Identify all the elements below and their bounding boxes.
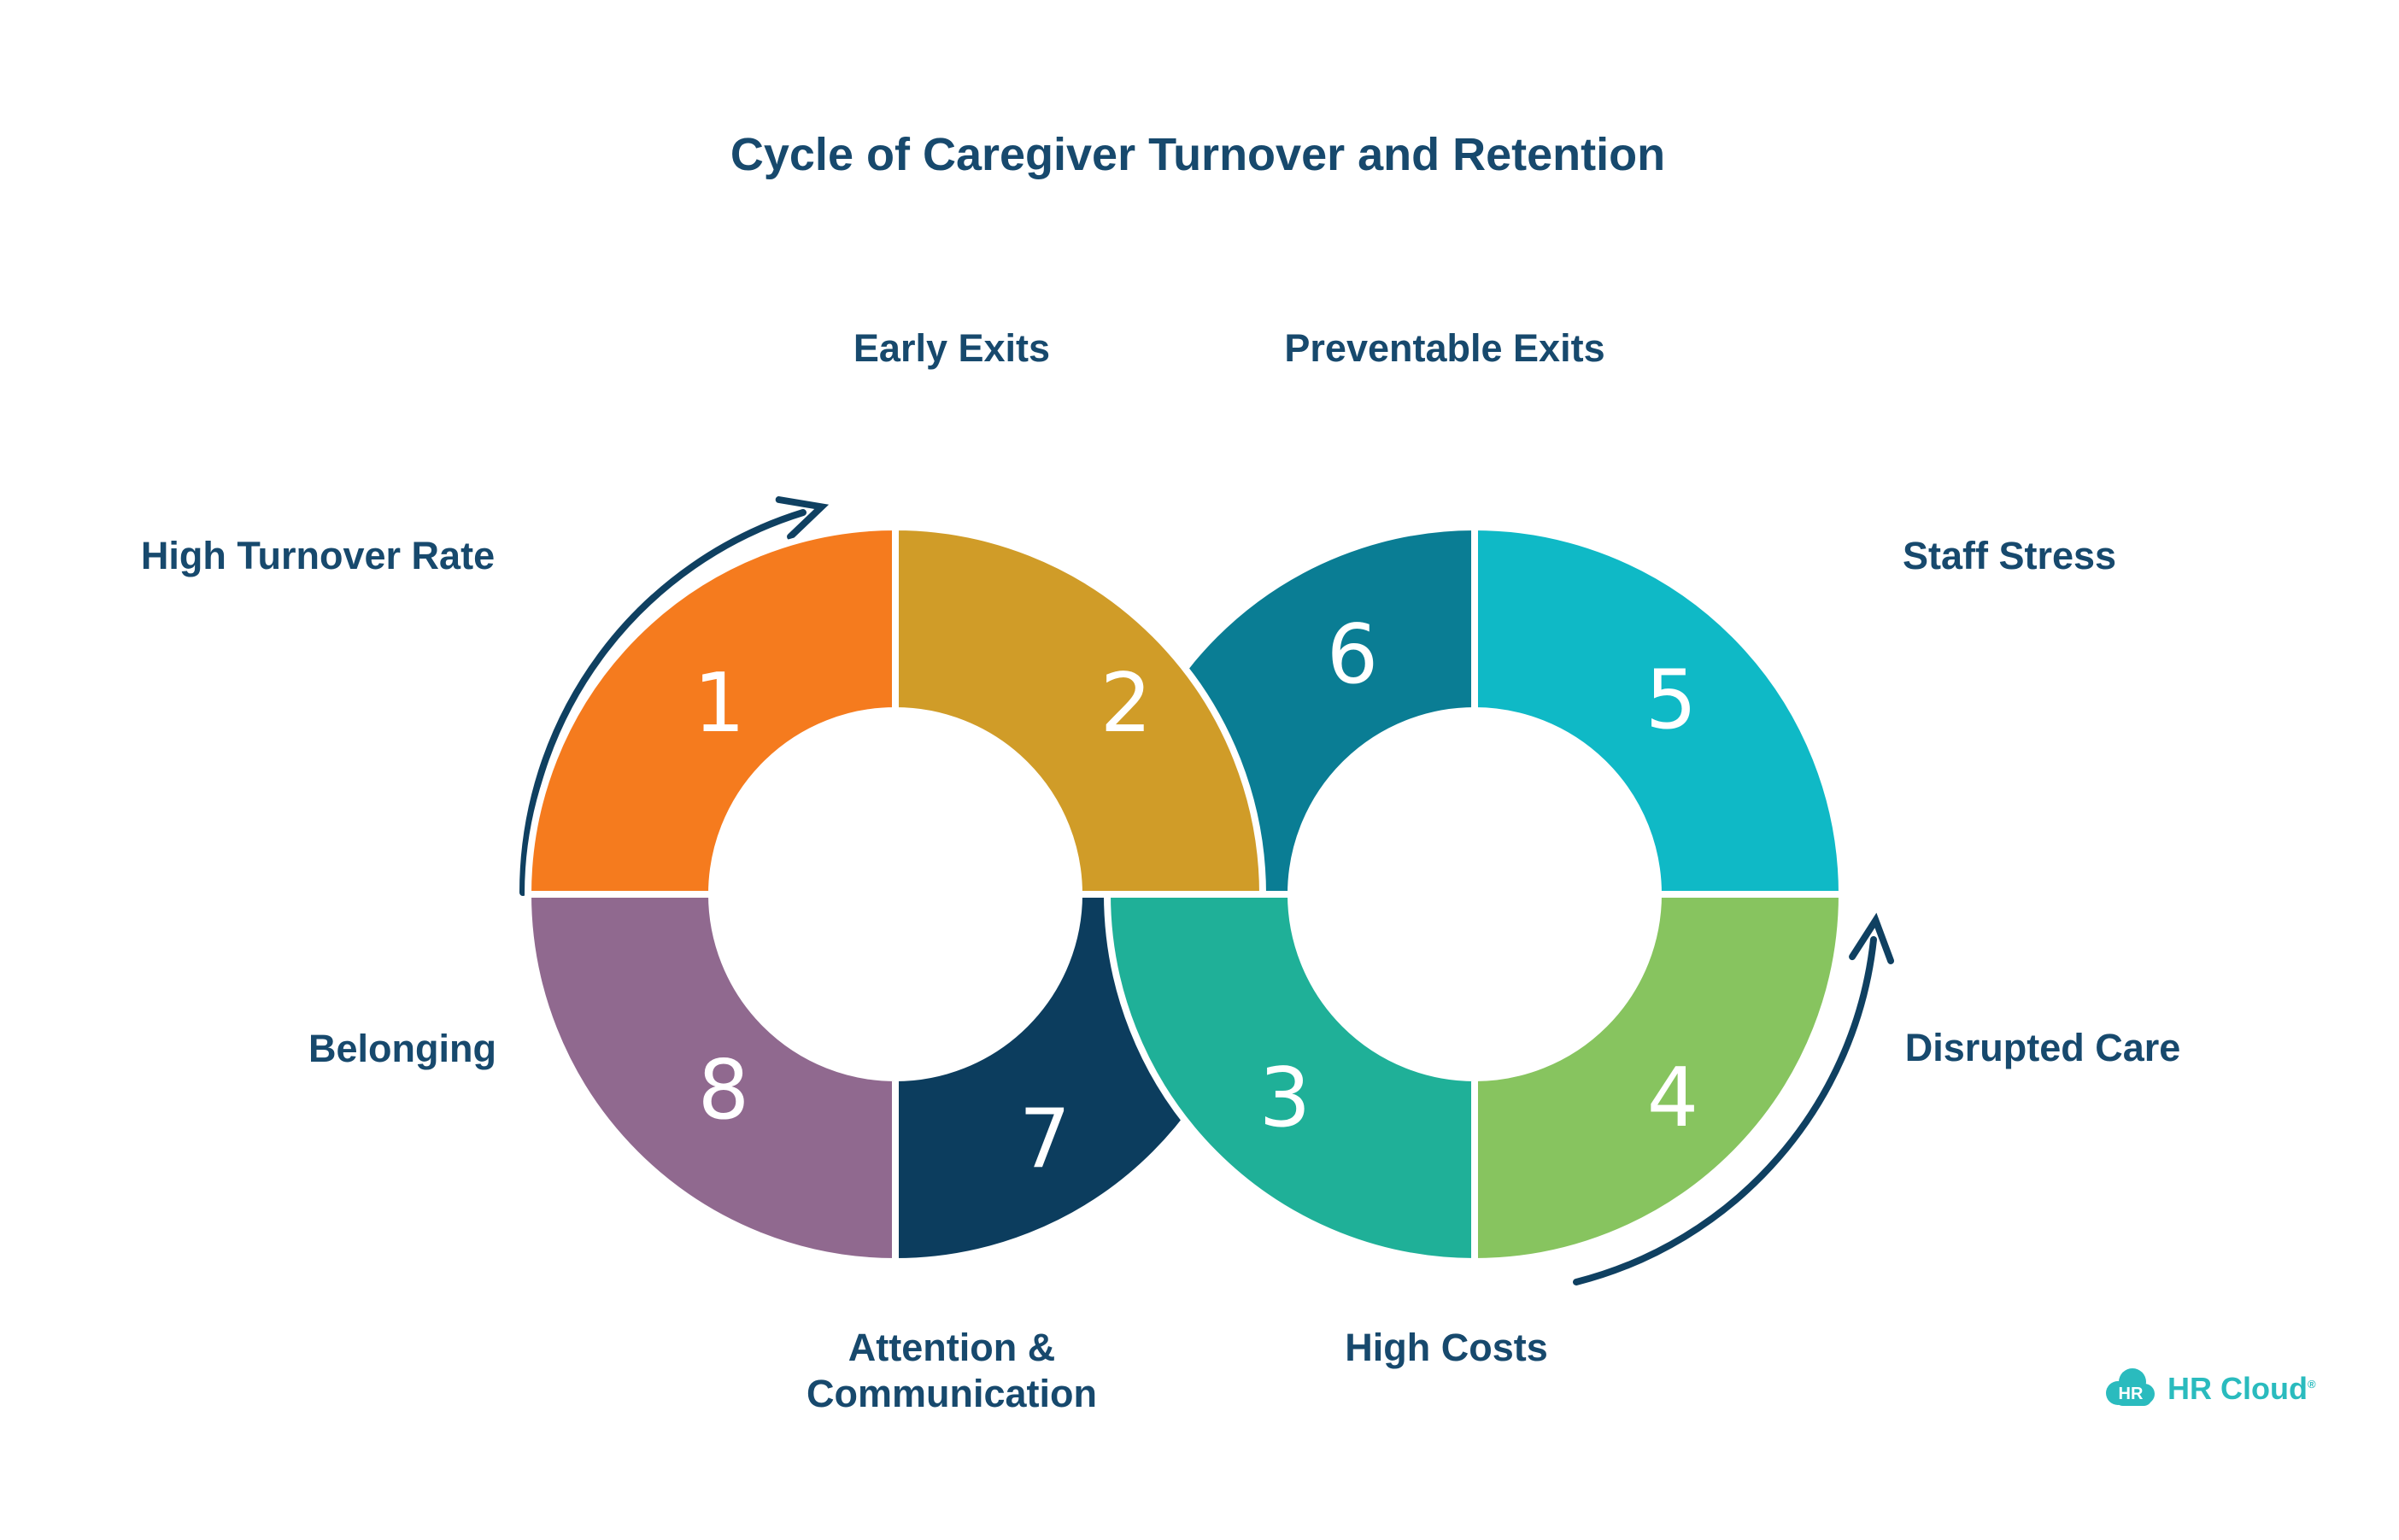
segment-3-high-costs [1104, 891, 1478, 1265]
segment-5-number: 5 [1645, 653, 1697, 747]
segment-3-number: 3 [1259, 1051, 1311, 1145]
segment-7-number: 7 [1019, 1092, 1070, 1186]
segment-6-number: 6 [1327, 608, 1378, 702]
hr-cloud-logo: HR HR Cloud® [2103, 1367, 2316, 1410]
label-high-costs: High Costs [1345, 1326, 1548, 1369]
segment-2-number: 2 [1100, 657, 1152, 751]
registered-mark: ® [2307, 1378, 2316, 1391]
segment-1-number: 1 [694, 657, 745, 751]
segment-1-high-turnover-rate [525, 524, 899, 898]
segment-4-disrupted-care [1471, 891, 1845, 1265]
label-attention-communication: Attention & Communication [806, 1326, 1097, 1415]
cycle-arrow-left-icon [519, 496, 830, 896]
segment-4-number: 4 [1647, 1051, 1698, 1145]
segment-8-belonging [525, 891, 899, 1265]
hr-cloud-icon: HR [2106, 1368, 2155, 1406]
hr-cloud-logo-text: HR Cloud® [2167, 1371, 2316, 1406]
segment-2-early-exits [892, 524, 1266, 898]
label-disrupted-care: Disrupted Care [1904, 1026, 2181, 1069]
cycle-arrow-right-icon [1573, 912, 1895, 1285]
label-preventable-exits: Preventable Exits [1284, 326, 1605, 370]
label-high-turnover-rate: High Turnover Rate [140, 534, 496, 577]
page-title: Cycle of Caregiver Turnover and Retentio… [730, 129, 1666, 180]
label-early-exits: Early Exits [853, 326, 1051, 370]
segment-8-number: 8 [698, 1044, 749, 1138]
hr-cloud-icon-text: HR [2119, 1385, 2144, 1403]
label-belonging: Belonging [308, 1027, 496, 1070]
segment-5-staff-stress [1471, 524, 1845, 898]
label-staff-stress: Staff Stress [1902, 534, 2117, 577]
